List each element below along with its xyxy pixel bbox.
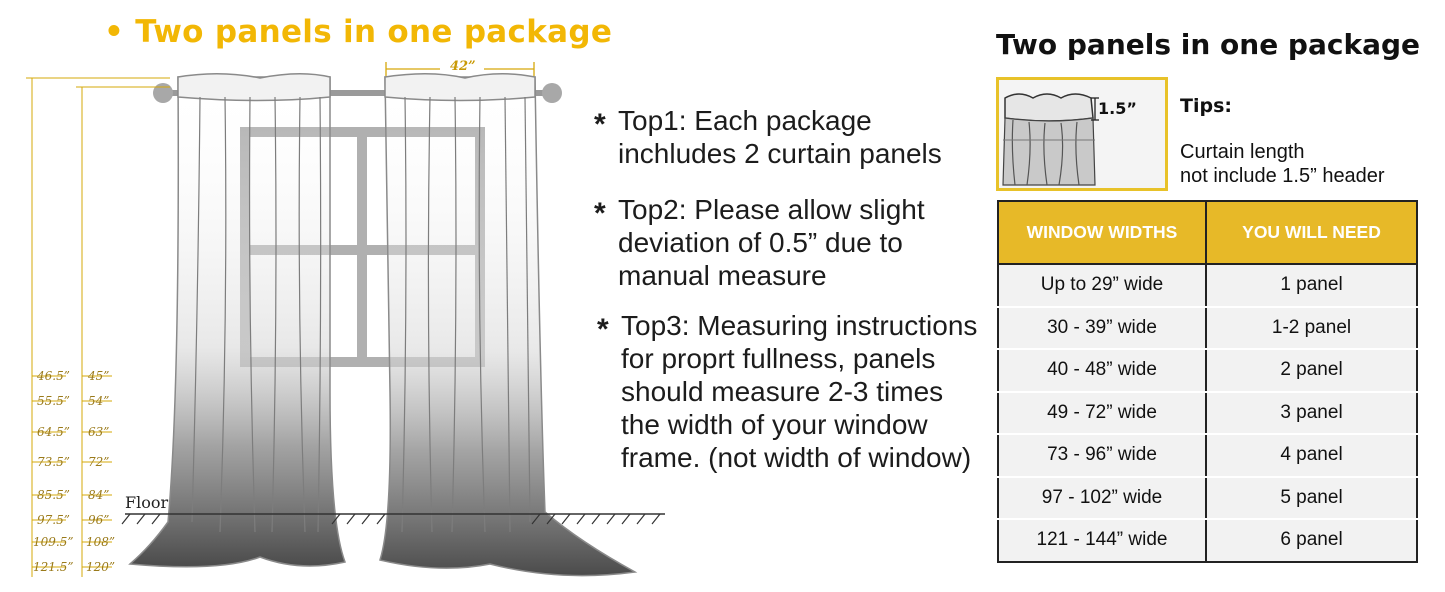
- length-outer: 85.5”: [37, 488, 70, 502]
- length-outer: 73.5”: [37, 455, 70, 469]
- panels-needed-cell: 3 panel: [1205, 390, 1418, 435]
- instruction-line: the width of your window: [621, 409, 928, 440]
- instruction-line: frame. (not width of window): [621, 442, 972, 473]
- instruction-line: Top3: Measuring instructions: [621, 310, 978, 341]
- table-row: 49 - 72” wide 3 panel: [997, 390, 1418, 435]
- length-guides: [26, 77, 170, 577]
- length-outer: 97.5”: [37, 513, 70, 527]
- table-row: 40 - 48” wide 2 panel: [997, 348, 1418, 393]
- table-row: 73 - 96” wide 4 panel: [997, 433, 1418, 478]
- length-outer: 121.5”: [33, 560, 74, 574]
- size-guide-title: Two panels in one package: [996, 28, 1421, 61]
- instruction-line: Top2: Please allow slight: [618, 194, 925, 225]
- length-outer: 64.5”: [37, 425, 70, 439]
- window-width-cell: 30 - 39” wide: [997, 305, 1207, 350]
- tips-line: Curtain length: [1180, 141, 1305, 163]
- window-width-cell: 97 - 102” wide: [997, 475, 1207, 520]
- window-width-cell: 73 - 96” wide: [997, 433, 1207, 478]
- column-header-window-widths: WINDOW WIDTHS: [997, 200, 1207, 265]
- panels-needed-cell: 1 panel: [1205, 263, 1418, 308]
- length-inner: 96”: [88, 513, 109, 527]
- header-size-label: 1.5”: [1098, 99, 1137, 118]
- panels-needed-cell: 1-2 panel: [1205, 305, 1418, 350]
- right-curtain-panel: [379, 72, 638, 577]
- instruction-1: * Top1: Each package inchludes 2 curtain…: [594, 104, 942, 170]
- length-outer: 109.5”: [33, 535, 74, 549]
- length-inner: 45”: [87, 369, 109, 383]
- length-inner: 72”: [88, 455, 109, 469]
- instruction-line: should measure 2-3 times: [621, 376, 944, 407]
- instruction-3: * Top3: Measuring instructions for propr…: [597, 309, 978, 474]
- asterisk-icon: *: [594, 108, 606, 141]
- asterisk-icon: *: [594, 197, 606, 230]
- length-labels-outer: 46.5” 55.5” 64.5” 73.5” 85.5” 97.5” 109.…: [33, 369, 74, 574]
- header-detail-image: [996, 77, 1168, 191]
- instruction-2: * Top2: Please allow slight deviation of…: [594, 193, 925, 292]
- table-row: 30 - 39” wide 1-2 panel: [997, 305, 1418, 350]
- length-outer: 55.5”: [37, 394, 70, 408]
- length-inner: 63”: [88, 425, 109, 439]
- table-header-row: WINDOW WIDTHS YOU WILL NEED: [997, 200, 1418, 265]
- length-inner: 54”: [88, 394, 109, 408]
- instruction-line: inchludes 2 curtain panels: [618, 138, 942, 169]
- window-width-cell: 40 - 48” wide: [997, 348, 1207, 393]
- panel-width-label: 42”: [450, 59, 476, 74]
- left-curtain-panel: [128, 72, 347, 568]
- table-row: 121 - 144” wide 6 panel: [997, 518, 1418, 563]
- panels-needed-cell: 6 panel: [1205, 518, 1418, 563]
- tips-text: Curtain length not include 1.5” header: [1180, 140, 1385, 188]
- curtain-illustration: 42” Floor 46.5” 55.5” 64.5” 73.5” 85.5” …: [26, 57, 665, 577]
- floor-label: Floor: [125, 493, 168, 512]
- window-width-cell: Up to 29” wide: [997, 263, 1207, 308]
- instruction-line: deviation of 0.5” due to: [618, 227, 903, 258]
- tips-line: not include 1.5” header: [1180, 165, 1385, 187]
- instruction-line: for proprt fullness, panels: [621, 343, 936, 374]
- length-outer: 46.5”: [36, 369, 70, 383]
- length-inner: 84”: [88, 488, 109, 502]
- column-header-you-will-need: YOU WILL NEED: [1205, 200, 1418, 265]
- length-inner: 108”: [86, 535, 115, 549]
- panels-needed-cell: 4 panel: [1205, 433, 1418, 478]
- table-row: 97 - 102” wide 5 panel: [997, 475, 1418, 520]
- floor-line: [121, 513, 665, 525]
- tips-label: Tips:: [1180, 95, 1232, 117]
- panel-size-table: WINDOW WIDTHS YOU WILL NEED Up to 29” wi…: [997, 200, 1418, 563]
- length-inner: 120”: [86, 560, 115, 574]
- window-width-cell: 121 - 144” wide: [997, 518, 1207, 563]
- instruction-line: manual measure: [618, 260, 827, 291]
- panels-needed-cell: 2 panel: [1205, 348, 1418, 393]
- asterisk-icon: *: [597, 313, 609, 346]
- table-row: Up to 29” wide 1 panel: [997, 263, 1418, 308]
- panels-needed-cell: 5 panel: [1205, 475, 1418, 520]
- instruction-line: Top1: Each package: [618, 105, 872, 136]
- headline: • Two panels in one package: [104, 14, 613, 50]
- length-labels-inner: 45” 54” 63” 72” 84” 96” 108” 120”: [86, 369, 115, 574]
- window-width-cell: 49 - 72” wide: [997, 390, 1207, 435]
